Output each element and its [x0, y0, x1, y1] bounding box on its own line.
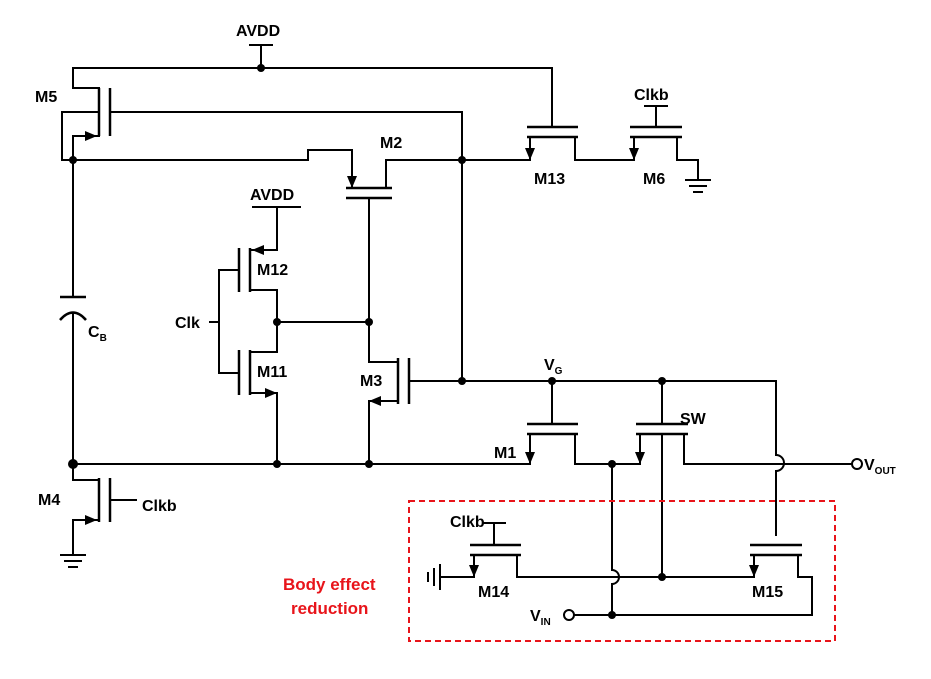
m5-arrow-icon: [85, 131, 97, 141]
sw-arrow-icon: [635, 452, 645, 464]
m13-label: M13: [534, 171, 565, 188]
m12-arrow-icon: [252, 245, 264, 255]
m11-arrow-icon: [265, 388, 277, 398]
ground-m14-icon: [427, 564, 441, 590]
body-effect-label-line1: Body effect: [283, 575, 376, 594]
vout-terminal-icon: [851, 458, 863, 470]
m4-arrow-icon: [85, 515, 97, 525]
m14-arrow-icon: [469, 565, 479, 577]
m13-arrow-icon: [525, 148, 535, 160]
m15-arrow-icon: [749, 565, 759, 577]
ground-m4-icon: [60, 554, 86, 568]
m3-label: M3: [360, 373, 382, 390]
avdd-top-label: AVDD: [236, 23, 280, 40]
junction-dots: [68, 64, 666, 619]
clk-label: Clk: [175, 315, 200, 332]
m12-label: M12: [257, 262, 288, 279]
clkb-m4-label: Clkb: [142, 498, 177, 515]
ground-m6-icon: [685, 179, 711, 193]
vin-label: VIN: [530, 608, 551, 628]
transistor-gates: [59, 88, 802, 557]
transistor-arrows: [85, 131, 759, 577]
body-effect-box: [408, 500, 836, 642]
m15-label: M15: [752, 584, 783, 601]
m1-arrow-icon: [525, 452, 535, 464]
sw-label: SW: [680, 411, 707, 428]
clkb-m14-label: Clkb: [450, 514, 485, 531]
vg-label: VG: [544, 357, 563, 377]
m2-arrow-icon: [347, 176, 357, 188]
clkb-m6-label: Clkb: [634, 87, 669, 104]
m2-label: M2: [380, 135, 402, 152]
m11-label: M11: [257, 364, 287, 381]
vout-label: VOUT: [864, 457, 896, 477]
m1-label: M1: [494, 445, 516, 462]
wiring: [61, 44, 853, 616]
cb-label: CB: [88, 324, 107, 344]
m3-arrow-icon: [369, 396, 381, 406]
vin-terminal-icon: [563, 609, 575, 621]
avdd-mid-label: AVDD: [250, 187, 294, 204]
m5-label: M5: [35, 89, 57, 106]
body-effect-label-line2: reduction: [291, 599, 368, 618]
m6-label: M6: [643, 171, 665, 188]
m6-arrow-icon: [629, 148, 639, 160]
m4-label: M4: [38, 492, 60, 509]
m14-label: M14: [478, 584, 509, 601]
